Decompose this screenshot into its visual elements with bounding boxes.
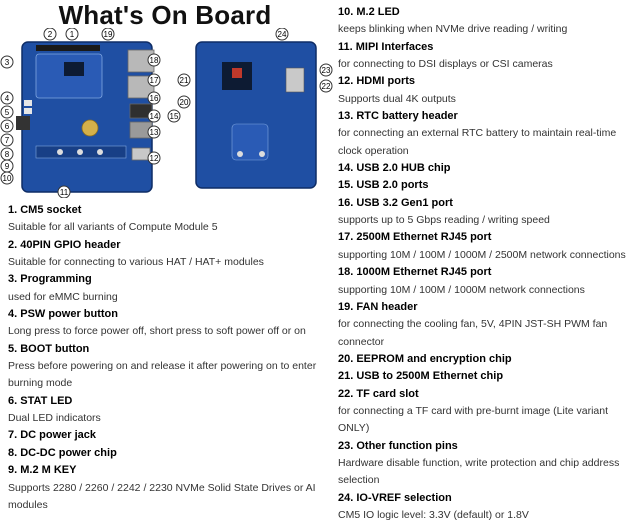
feature-title: 14. USB 2.0 HUB chip <box>338 162 451 175</box>
callout-11: 11 <box>57 185 71 198</box>
svg-text:4: 4 <box>5 94 10 103</box>
feature-title: 7. DC power jack <box>8 429 97 442</box>
svg-text:9: 9 <box>5 162 10 171</box>
feature-title: 13. RTC battery header <box>338 110 458 123</box>
svg-text:22: 22 <box>322 82 331 91</box>
feature-description: supports up to 5 Gbps reading / writing … <box>338 214 550 227</box>
feature-title: 6. STAT LED <box>8 394 73 407</box>
svg-text:10: 10 <box>3 174 12 183</box>
svg-text:18: 18 <box>150 56 159 65</box>
svg-text:3: 3 <box>5 58 10 67</box>
feature-description: Press before powering on and release it … <box>8 360 317 390</box>
callout-12: 12 <box>147 151 161 165</box>
feature-title: 12. HDMI ports <box>338 75 416 88</box>
callout-9: 9 <box>0 159 14 173</box>
feature-title: 18. 1000M Ethernet RJ45 port <box>338 266 492 279</box>
callout-17: 17 <box>147 73 161 87</box>
callout-18: 18 <box>147 53 161 67</box>
svg-text:13: 13 <box>150 128 159 137</box>
svg-text:6: 6 <box>5 122 10 131</box>
callout-6: 6 <box>0 119 14 133</box>
feature-title: 8. DC-DC power chip <box>8 446 117 459</box>
feature-description: supporting 10M / 100M / 1000M network co… <box>338 283 585 296</box>
svg-text:12: 12 <box>150 154 159 163</box>
back-board <box>195 41 317 189</box>
svg-text:7: 7 <box>5 136 10 145</box>
feature-title: 1. CM5 socket <box>8 204 82 216</box>
feature-list-right: 10. M.2 LED keeps blinking when NVMe driv… <box>338 4 638 524</box>
svg-text:24: 24 <box>278 30 287 39</box>
callouts: 2 1 19 3 4 5 6 7 8 9 10 11 18 17 16 15 1… <box>0 28 333 198</box>
feature-description: used for eMMC burning <box>8 290 118 303</box>
callout-19: 19 <box>101 28 115 41</box>
svg-text:11: 11 <box>60 188 69 197</box>
feature-title: 11. MIPI Interfaces <box>338 40 434 53</box>
page-title: What's On Board <box>58 0 272 30</box>
svg-text:19: 19 <box>104 30 113 39</box>
feature-description: Supports 2280 / 2260 / 2242 / 2230 NVMe … <box>8 481 316 511</box>
svg-text:1: 1 <box>70 30 75 39</box>
svg-text:2: 2 <box>48 30 53 39</box>
front-board <box>16 41 155 193</box>
feature-description: Supports dual 4K outputs <box>338 92 456 105</box>
feature-title: 9. M.2 M KEY <box>8 464 77 477</box>
svg-text:20: 20 <box>180 98 189 107</box>
feature-description: for connecting to DSI displays or CSI ca… <box>338 58 553 71</box>
feature-title: 22. TF card slot <box>338 387 419 400</box>
feature-description: for connecting an external RTC battery t… <box>338 127 617 157</box>
callout-4: 4 <box>0 91 14 105</box>
feature-description: Hardware disable function, write protect… <box>338 456 620 487</box>
callout-5: 5 <box>0 105 14 119</box>
feature-description: for connecting a TF card with pre-burnt … <box>338 404 609 435</box>
callout-1: 1 <box>65 28 79 41</box>
feature-title: 19. FAN header <box>338 300 418 313</box>
feature-title: 5. BOOT button <box>8 342 90 355</box>
feature-title: 3. Programming <box>8 273 92 286</box>
feature-description: CM5 IO logic level: 3.3V (default) or 1.… <box>338 508 529 521</box>
feature-title: 15. USB 2.0 ports <box>338 179 429 192</box>
svg-text:16: 16 <box>150 94 159 103</box>
feature-title: 2. 40PIN GPIO header <box>8 238 121 251</box>
svg-text:15: 15 <box>170 112 179 121</box>
feature-title: 4. PSW power button <box>8 308 118 321</box>
callout-16: 16 <box>147 91 161 105</box>
callout-10: 10 <box>0 171 14 185</box>
feature-description: for connecting the cooling fan, 5V, 4PIN… <box>338 318 608 348</box>
callout-15: 15 <box>167 109 181 123</box>
feature-description: supporting 10M / 100M / 1000M / 2500M ne… <box>338 248 626 261</box>
feature-title: 16. USB 3.2 Gen1 port <box>338 196 453 209</box>
callout-3: 3 <box>0 55 14 69</box>
callout-13: 13 <box>147 125 161 139</box>
feature-description: Suitable for all variants of Compute Mod… <box>8 221 218 234</box>
callout-21: 21 <box>177 73 191 87</box>
svg-text:5: 5 <box>5 108 10 117</box>
callout-2: 2 <box>43 28 57 41</box>
feature-title: 24. IO-VREF selection <box>338 491 452 504</box>
svg-text:14: 14 <box>150 112 159 121</box>
svg-text:17: 17 <box>150 76 159 85</box>
feature-title: 23. Other function pins <box>338 439 458 452</box>
feature-description: keeps blinking when NVMe drive reading /… <box>338 23 568 36</box>
callout-24: 24 <box>275 28 289 41</box>
callout-8: 8 <box>0 147 14 161</box>
callout-22: 22 <box>319 79 333 93</box>
svg-text:23: 23 <box>322 66 331 75</box>
svg-text:21: 21 <box>180 76 189 85</box>
svg-text:8: 8 <box>5 150 10 159</box>
board-diagram: 2 1 19 3 4 5 6 7 8 9 10 11 18 17 16 15 1… <box>0 28 333 198</box>
feature-title: 17. 2500M Ethernet RJ45 port <box>338 231 492 244</box>
feature-title: 20. EEPROM and encryption chip <box>338 352 512 365</box>
feature-title: 21. USB to 2500M Ethernet chip <box>338 370 504 383</box>
feature-description: Long press to force power off, short pre… <box>8 325 306 338</box>
feature-description: Dual LED indicators <box>8 412 101 425</box>
callout-14: 14 <box>147 109 161 123</box>
feature-description: Suitable for connecting to various HAT /… <box>8 256 264 269</box>
feature-title: 10. M.2 LED <box>338 6 400 18</box>
callout-20: 20 <box>177 95 191 109</box>
callout-7: 7 <box>0 133 14 147</box>
callout-23: 23 <box>319 63 333 77</box>
